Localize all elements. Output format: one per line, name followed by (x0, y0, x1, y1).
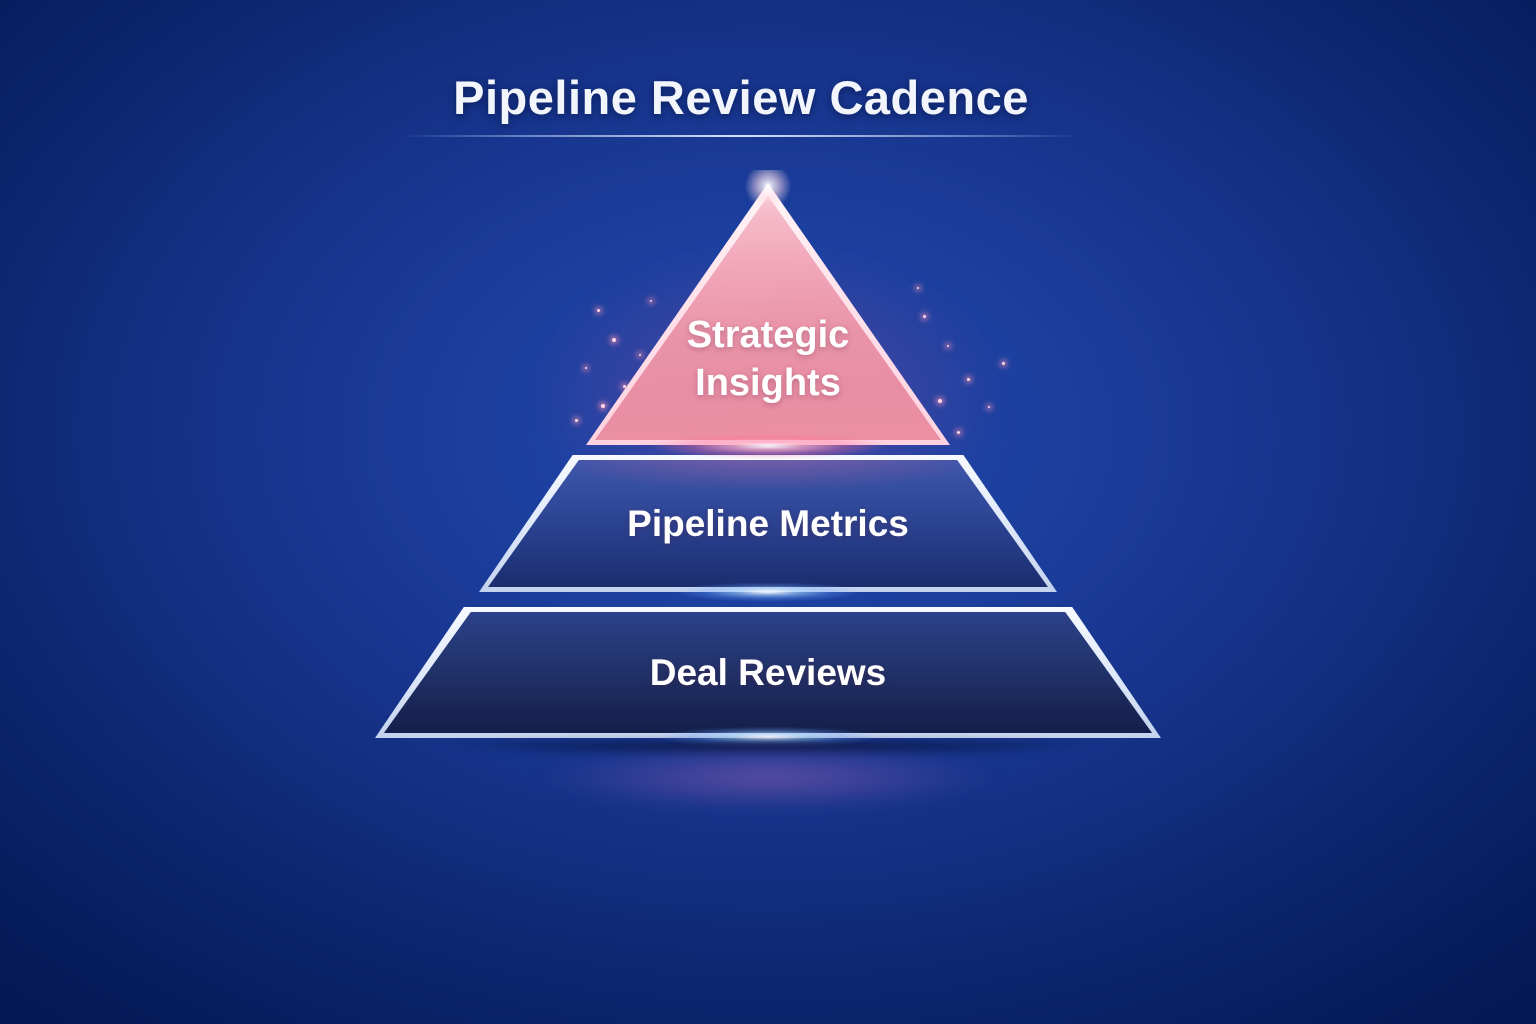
tier-strategic-insights-label: Strategic Insights (687, 311, 850, 408)
pyramid-ground-shadow (360, 740, 1180, 766)
sparkle-dot (917, 287, 919, 289)
sparkle-dot (957, 431, 960, 434)
sparkle-dot (923, 315, 926, 318)
tier-strategic-insights-fill: Strategic Insights (595, 196, 941, 440)
pyramid-tier-strategic-insights: Strategic Insights (586, 183, 950, 445)
sparkle-dot (938, 399, 942, 403)
sparkle-dot (1002, 362, 1005, 365)
sparkle-dot (612, 338, 616, 342)
sparkle-dot (623, 385, 626, 388)
sparkle-dot (639, 354, 641, 356)
tier-pipeline-metrics-fill: Pipeline Metrics (487, 460, 1049, 587)
title-divider-line (400, 135, 1080, 137)
sparkle-dot (601, 404, 605, 408)
page-title: Pipeline Review Cadence (453, 71, 1029, 124)
pink-floor-reflection (458, 737, 1078, 827)
sparkle-dot (988, 406, 990, 408)
sparkle-dot (575, 419, 578, 422)
tier-label-line-1: Strategic (686, 313, 850, 356)
pyramid-tier-pipeline-metrics: Pipeline Metrics (479, 455, 1057, 592)
tier-deal-reviews-fill: Deal Reviews (383, 612, 1153, 733)
pyramid-tier-deal-reviews: Deal Reviews (375, 607, 1161, 738)
sparkle-dot (650, 300, 652, 302)
tier-pipeline-metrics-label: Pipeline Metrics (627, 502, 909, 544)
sparkle-dot (597, 309, 600, 312)
sparkle-dot (947, 345, 949, 347)
sparkle-dot (967, 378, 970, 381)
tier-label-line-2: Insights (695, 362, 841, 405)
sparkle-dot (585, 367, 587, 369)
tier-deal-reviews-label: Deal Reviews (649, 651, 887, 693)
